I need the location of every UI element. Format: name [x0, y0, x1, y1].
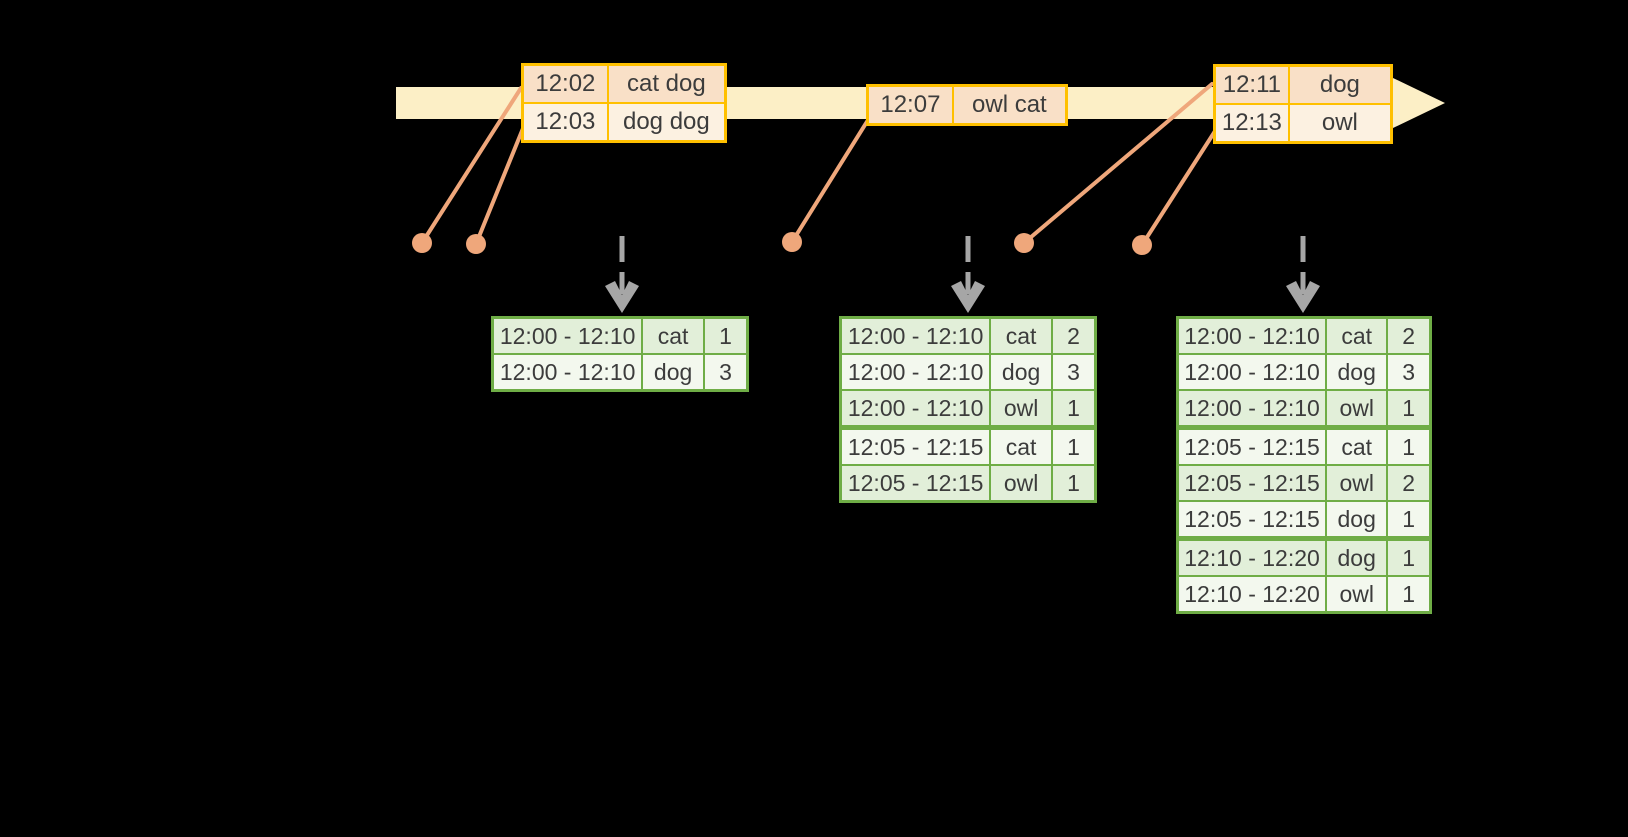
event-words-cell: dog dog	[606, 102, 727, 143]
result-word-cell: cat	[641, 316, 705, 355]
event-time-cell: 12:07	[866, 84, 954, 126]
event-dot-icon	[412, 233, 432, 253]
result-word-cell: cat	[1325, 316, 1389, 355]
result-count-cell: 2	[1386, 464, 1432, 502]
event-time-cell: 12:11	[1213, 64, 1290, 105]
result-word-cell: cat	[1325, 425, 1389, 466]
result-window-cell: 12:05 - 12:15	[839, 464, 992, 503]
event-dot-icon	[782, 232, 802, 252]
result-window-cell: 12:00 - 12:10	[1176, 389, 1328, 429]
event-connector-line	[420, 86, 523, 245]
event-words-cell: dog	[1287, 64, 1393, 105]
result-count-cell: 1	[1050, 425, 1097, 466]
result-count-cell: 2	[1386, 316, 1432, 355]
trigger-arrowhead-icon	[1286, 281, 1320, 313]
result-window-cell: 12:00 - 12:10	[1176, 316, 1328, 355]
result-count-cell: 1	[702, 316, 749, 355]
result-window-cell: 12:00 - 12:10	[491, 353, 644, 392]
result-count-cell: 1	[1386, 536, 1432, 577]
result-word-cell: cat	[989, 425, 1053, 466]
event-dot-icon	[1014, 233, 1034, 253]
result-window-cell: 12:00 - 12:10	[839, 389, 992, 429]
result-count-cell: 1	[1386, 575, 1432, 614]
timeline-arrowhead-icon	[1393, 78, 1445, 128]
event-connector-line	[790, 118, 870, 244]
result-count-cell: 1	[1050, 464, 1097, 503]
event-words-cell: cat dog	[606, 63, 727, 104]
result-count-cell: 1	[1050, 389, 1097, 429]
result-window-cell: 12:00 - 12:10	[839, 316, 992, 355]
result-word-cell: owl	[989, 464, 1053, 503]
event-time-cell: 12:13	[1213, 103, 1290, 144]
result-count-cell: 3	[1050, 353, 1097, 391]
result-window-cell: 12:00 - 12:10	[839, 353, 992, 391]
result-word-cell: owl	[989, 389, 1053, 429]
event-time-cell: 12:02	[521, 63, 609, 104]
result-word-cell: owl	[1325, 575, 1389, 614]
event-connector-line	[1022, 82, 1214, 245]
result-window-cell: 12:05 - 12:15	[1176, 425, 1328, 466]
result-window-cell: 12:10 - 12:20	[1176, 575, 1328, 614]
result-word-cell: cat	[989, 316, 1053, 355]
result-word-cell: dog	[1325, 353, 1389, 391]
trigger-arrowhead-icon	[951, 281, 985, 313]
result-window-cell: 12:05 - 12:15	[1176, 464, 1328, 502]
trigger-arrowhead-icon	[605, 281, 639, 313]
result-count-cell: 1	[1386, 500, 1432, 540]
result-word-cell: dog	[989, 353, 1053, 391]
result-word-cell: dog	[641, 353, 705, 392]
result-window-cell: 12:00 - 12:10	[491, 316, 644, 355]
result-window-cell: 12:00 - 12:10	[1176, 353, 1328, 391]
result-word-cell: owl	[1325, 389, 1389, 429]
result-count-cell: 1	[1386, 389, 1432, 429]
result-word-cell: owl	[1325, 464, 1389, 502]
event-words-cell: owl cat	[951, 84, 1068, 126]
result-window-cell: 12:10 - 12:20	[1176, 536, 1328, 577]
event-time-cell: 12:03	[521, 102, 609, 143]
result-count-cell: 2	[1050, 316, 1097, 355]
result-count-cell: 1	[1386, 425, 1432, 466]
event-dot-icon	[1132, 235, 1152, 255]
event-words-cell: owl	[1287, 103, 1393, 144]
result-count-cell: 3	[1386, 353, 1432, 391]
event-dot-icon	[466, 234, 486, 254]
result-window-cell: 12:05 - 12:15	[839, 425, 992, 466]
result-window-cell: 12:05 - 12:15	[1176, 500, 1328, 540]
event-connector-line	[474, 119, 528, 246]
result-word-cell: dog	[1325, 536, 1389, 577]
result-word-cell: dog	[1325, 500, 1389, 540]
result-count-cell: 3	[702, 353, 749, 392]
event-connector-line	[1140, 126, 1219, 247]
